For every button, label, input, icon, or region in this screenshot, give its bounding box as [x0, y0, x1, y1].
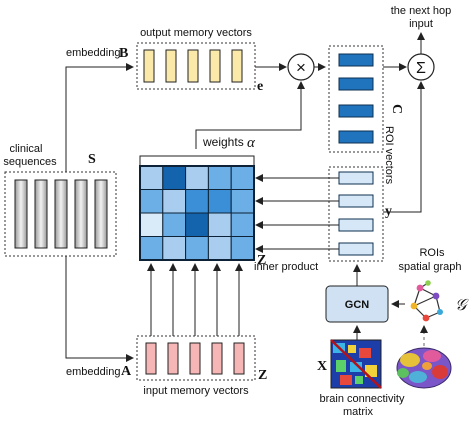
rois-label-2: spatial graph: [399, 261, 462, 273]
roi-y-bar: [338, 218, 374, 232]
roi-vectors-label: ROI vectors: [383, 126, 395, 185]
output-memory-bar: [143, 49, 155, 83]
attention-grid-border: [139, 165, 255, 261]
input-memory-bars: [145, 342, 245, 375]
roi-graph-icon: [410, 280, 443, 322]
weights-bracket: [139, 155, 255, 165]
roi-y-bar: [338, 242, 374, 256]
matrix-a-label: A: [121, 364, 132, 379]
attention-cell: [207, 212, 232, 237]
clinical-label-1: clinical: [9, 143, 42, 155]
output-memory-bar: [231, 49, 243, 83]
graph-g-label: 𝒢: [455, 297, 469, 314]
input-memory-label: input memory vectors: [143, 385, 249, 397]
brain-connectivity-label-1: brain connectivity: [320, 393, 405, 405]
attention-cell: [207, 236, 232, 261]
alpha-label: α: [247, 135, 256, 151]
attention-cell: [162, 212, 187, 237]
input-memory-bar: [145, 342, 157, 375]
output-memory-bars: [143, 49, 243, 83]
attention-cell: [185, 189, 209, 214]
input-memory-bar: [211, 342, 223, 375]
attention-cell: [207, 165, 232, 190]
roi-y-box: [328, 166, 384, 262]
roi-y-bar: [338, 171, 374, 185]
attention-cell: [207, 189, 232, 214]
attention-cell: [139, 189, 164, 214]
attention-cell: [185, 212, 209, 237]
output-memory-label: output memory vectors: [140, 27, 252, 39]
input-memory-bar: [233, 342, 245, 375]
attention-cell: [162, 236, 187, 261]
clinical-sequence-bar: [74, 179, 88, 249]
sum-symbol: Σ: [416, 60, 426, 77]
matrix-s-label: S: [88, 152, 96, 167]
output-memory-bar: [209, 49, 221, 83]
weights-label: weights: [202, 135, 244, 149]
roi-c-bar: [338, 77, 374, 91]
multiply-symbol: ×: [296, 58, 306, 77]
attention-cell: [162, 165, 187, 190]
gcn-label: GCN: [345, 299, 370, 311]
next-hop-label-1: the next hop: [391, 5, 452, 17]
connectivity-matrix-image: [330, 339, 382, 389]
output-memory-box: [136, 42, 256, 90]
attention-cell: [139, 212, 164, 237]
matrix-b-label: B: [119, 46, 128, 61]
roi-c-bar: [338, 104, 374, 118]
z-mid-label: Z: [257, 253, 266, 268]
attention-cell: [230, 165, 255, 190]
roi-y-bar: [338, 194, 374, 208]
attention-grid: [139, 165, 255, 261]
clinical-sequence-bar: [34, 179, 48, 249]
brain-surface-image: [396, 347, 452, 389]
rois-label-1: ROIs: [419, 247, 445, 259]
attention-cell: [230, 236, 255, 261]
matrix-x-label: X: [317, 359, 327, 374]
next-hop-label-2: input: [409, 18, 433, 30]
attention-cell: [185, 165, 209, 190]
z-bottom-label: Z: [258, 368, 267, 383]
roi-c-bars: [338, 53, 374, 144]
attention-cell: [162, 189, 187, 214]
clinical-label-2: sequences: [3, 156, 57, 168]
roi-y-bars: [338, 171, 374, 256]
clinical-sequence-bar: [54, 179, 68, 249]
output-memory-bar: [165, 49, 177, 83]
clinical-sequence-bars: [14, 179, 108, 249]
connectors: [65, 32, 425, 362]
roi-c-bar: [338, 130, 374, 144]
attention-cell: [230, 189, 255, 214]
attention-cell: [185, 236, 209, 261]
input-memory-bar: [167, 342, 179, 375]
attention-cell: [230, 212, 255, 237]
brain-connectivity-label-2: matrix: [343, 406, 373, 418]
embedding-top-label: embedding: [66, 47, 120, 59]
matrix-c-label: C: [389, 104, 404, 114]
roi-c-bar: [338, 53, 374, 67]
attention-cell: [139, 236, 164, 261]
e-label: e: [257, 79, 263, 94]
clinical-sequence-bar: [94, 179, 108, 249]
clinical-sequence-bar: [14, 179, 28, 249]
clinical-sequences-box: [4, 171, 117, 257]
embedding-bottom-label: embedding: [66, 366, 120, 378]
attention-cell: [139, 165, 164, 190]
input-memory-box: [136, 335, 256, 381]
output-memory-bar: [187, 49, 199, 83]
inner-product-label: inner product: [254, 261, 318, 273]
input-memory-bar: [189, 342, 201, 375]
